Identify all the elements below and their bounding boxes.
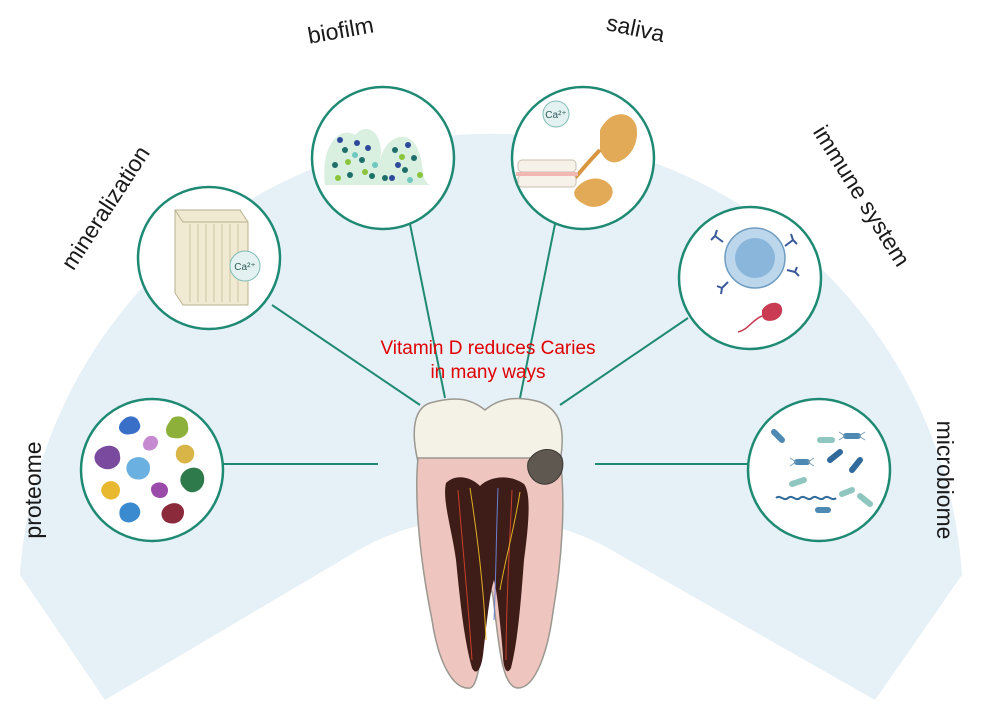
teeth-icon (516, 159, 578, 188)
center-title-line1: Vitamin D reduces Caries (380, 338, 595, 359)
calcium-ion-label: Ca²⁺ (545, 110, 566, 121)
enamel-prism-icon (174, 209, 249, 306)
pulp-vessels (457, 487, 521, 661)
immune-cell-icon (710, 227, 800, 333)
connector-lines (222, 223, 749, 465)
biofilm-colony-icon (324, 129, 430, 185)
bacteria-icon (771, 429, 873, 513)
connector-saliva (519, 223, 556, 399)
connector-biofilm (409, 223, 446, 399)
biofilm-circle (310, 85, 456, 231)
saliva-circle: Ca²⁺ (510, 85, 656, 231)
tooth-pulp (445, 477, 529, 672)
immune-system-circle (677, 205, 823, 351)
microbiome-circle (746, 397, 892, 543)
center-title-line2: in many ways (430, 362, 545, 383)
protein-blobs-icon (94, 416, 205, 524)
proteome-circle (79, 397, 225, 543)
calcium-ion-icon (229, 250, 261, 282)
label-microbiome: microbiome (932, 421, 958, 540)
label-saliva: saliva (604, 9, 667, 47)
calcium-ion-icon (542, 100, 570, 128)
connector-mineralization (271, 304, 421, 406)
calcium-ion-label: Ca²⁺ (234, 262, 255, 273)
tooth-illustration (413, 397, 564, 689)
label-proteome: proteome (20, 441, 46, 538)
caries-lesion (527, 449, 564, 485)
mineralization-circle: Ca²⁺ (136, 185, 282, 331)
tooth-enamel (413, 397, 563, 463)
label-biofilm: biofilm (306, 12, 376, 49)
connector-immune (559, 317, 689, 406)
label-immune-system: immune system (808, 121, 915, 271)
